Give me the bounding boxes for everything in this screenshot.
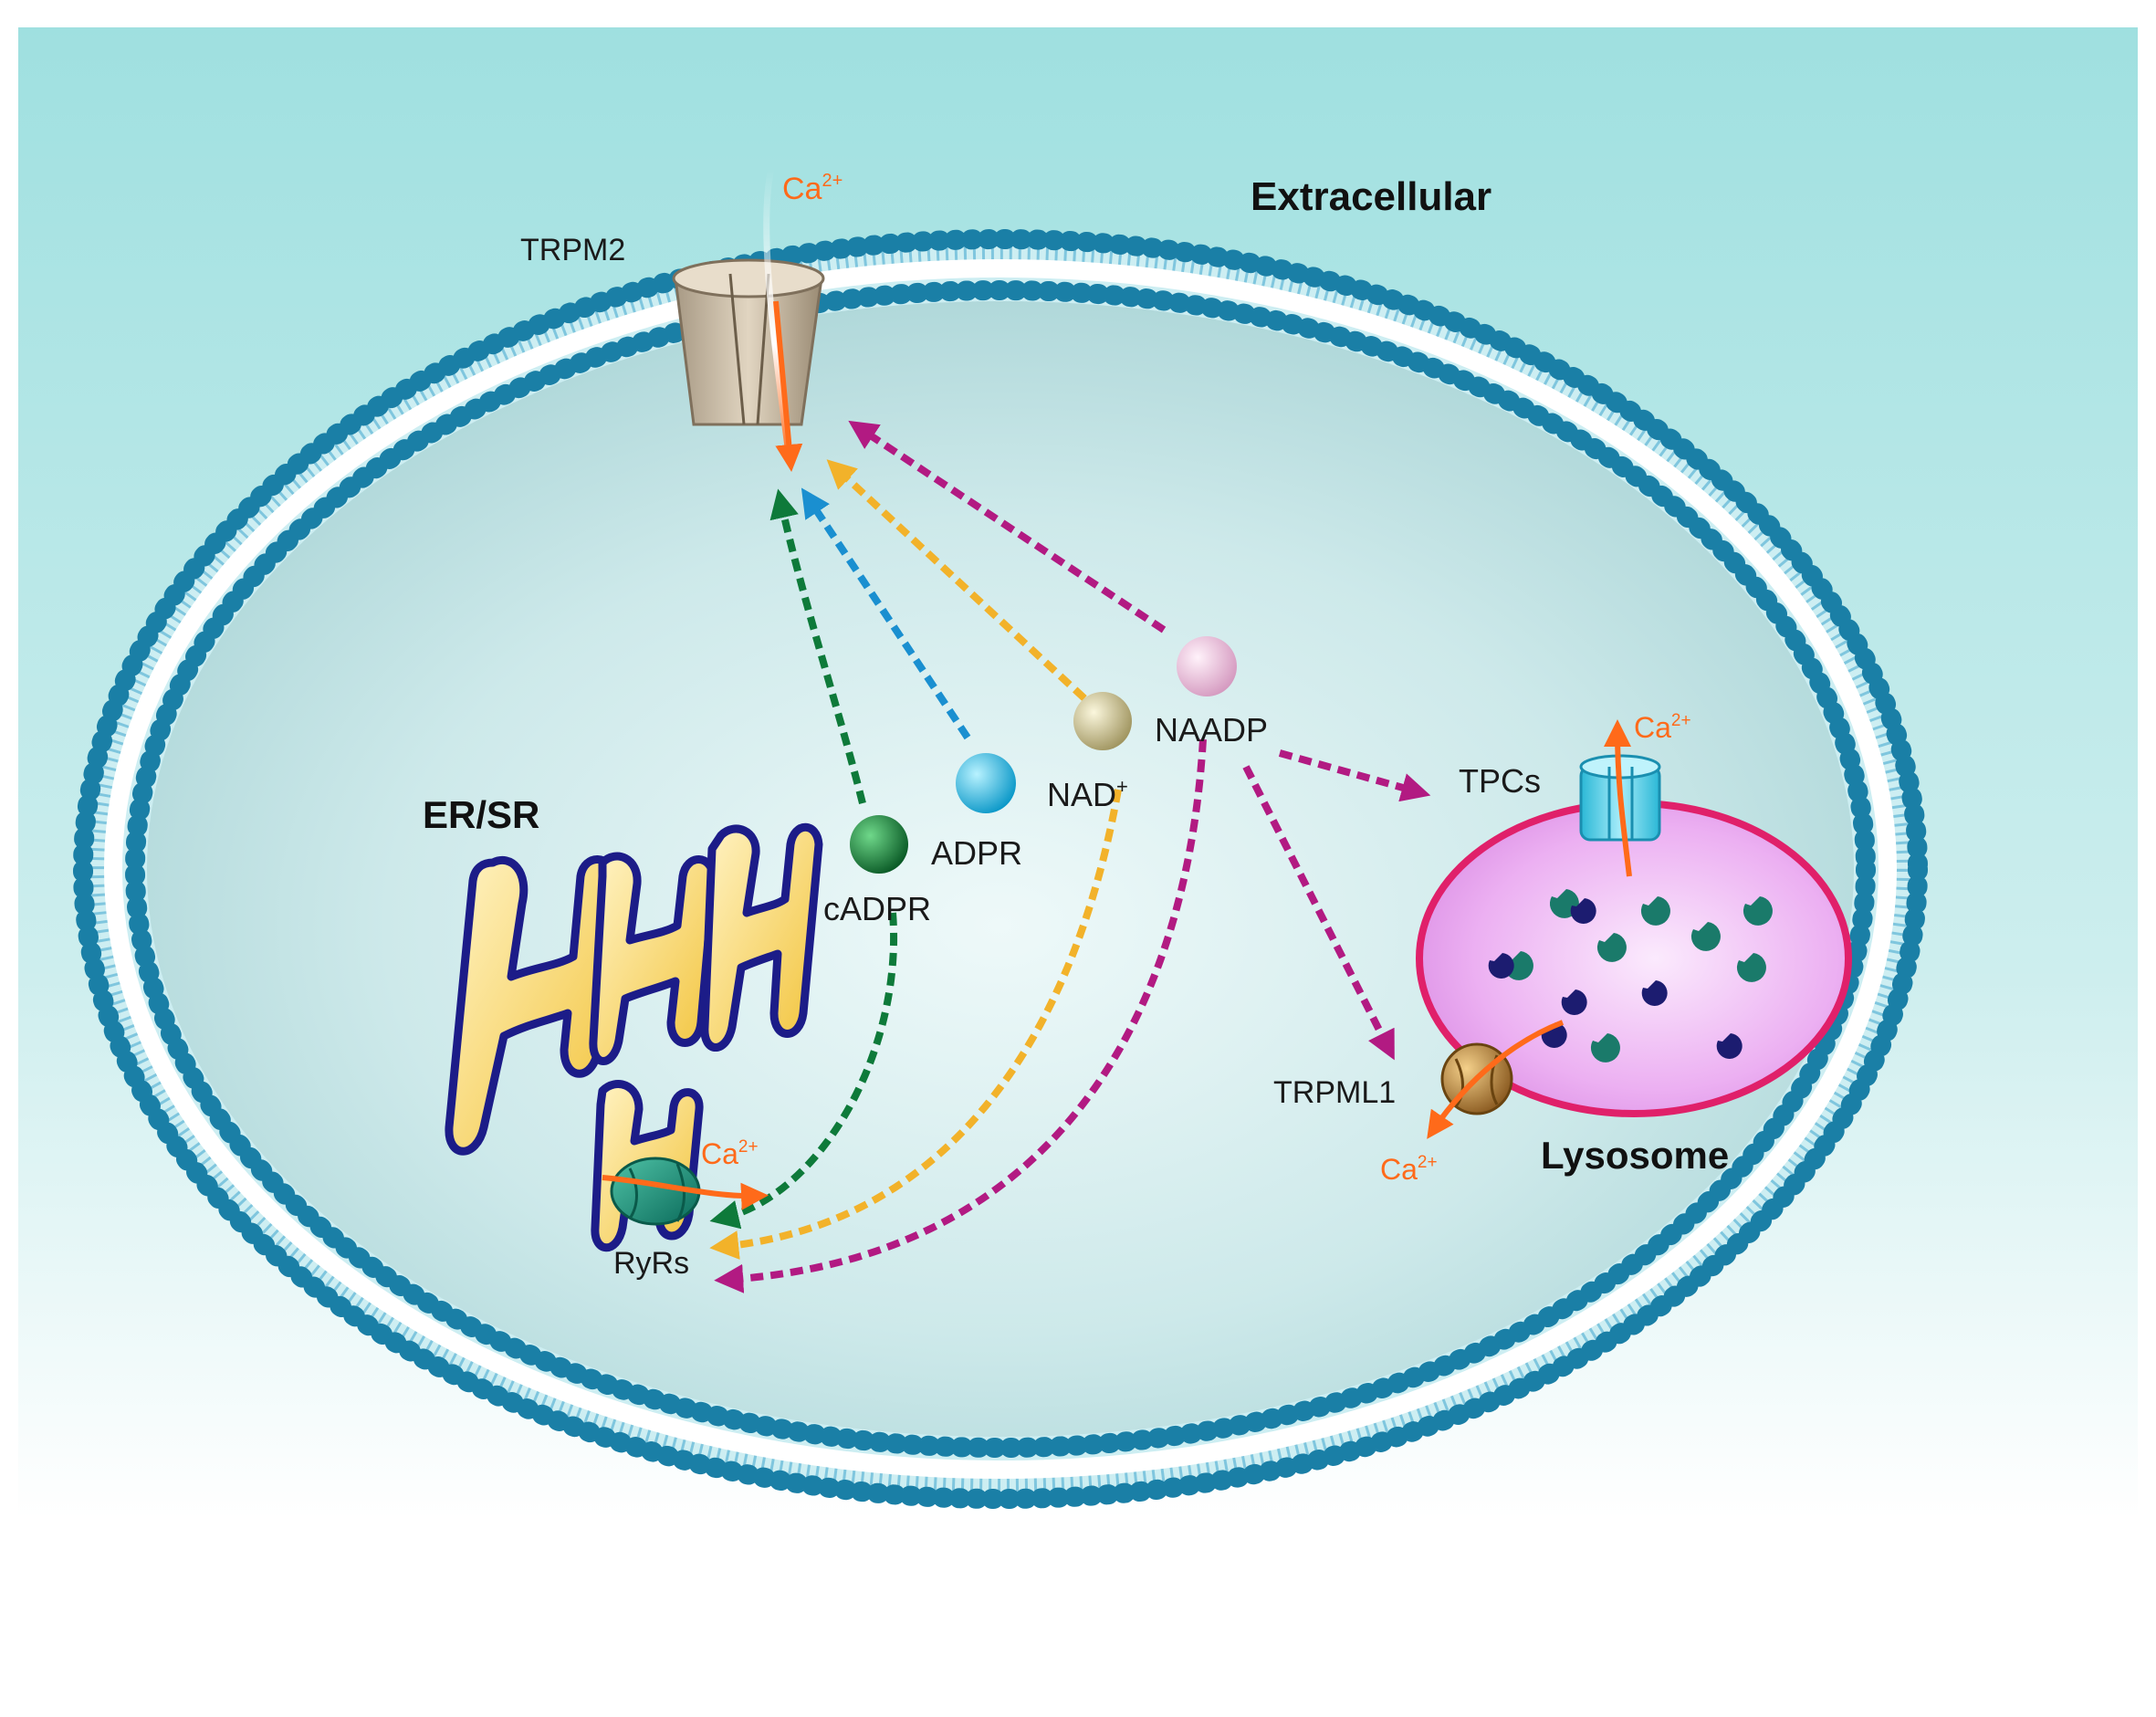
trpm2-ca-label: Ca2+ [782, 171, 843, 206]
lysosome-particle [1570, 898, 1596, 924]
trpm2-channel [672, 258, 825, 426]
tpcs-calcium-arrow [1604, 719, 1632, 877]
lysosome-particle [1590, 1033, 1620, 1063]
trpml1-label: TRPML1 [1273, 1075, 1396, 1110]
lysosome-particle [1640, 896, 1670, 926]
ryrs-label: RyRs [613, 1246, 689, 1281]
cadpr-molecule: cADPR [823, 815, 931, 927]
ryrs-channel [610, 1157, 701, 1226]
lysosome-label: Lysosome [1541, 1134, 1729, 1177]
trpml1-calcium-arrow [1427, 1020, 1565, 1139]
tpcs-ca-label: Ca2+ [1634, 711, 1691, 744]
trpm2-calcium-arrow [773, 300, 803, 472]
lysosome-particle [1596, 933, 1627, 962]
extracellular-label: Extracellular [1251, 174, 1491, 219]
naadp-molecule: NAADP [1155, 636, 1268, 749]
naadp-to-trpm2-arrow [848, 420, 1167, 633]
lysosome-particle [1736, 953, 1766, 982]
cytoplasm [147, 301, 1854, 1437]
naadp-to-ryrs-arrow [714, 738, 1207, 1293]
ryrs-calcium-arrow [602, 1175, 769, 1210]
naadp-to-trpml1-arrow [1242, 765, 1395, 1061]
lysosome-particle [1716, 1033, 1743, 1059]
lysosome-particle [1743, 896, 1773, 926]
nad-molecule: NAD+ [1047, 692, 1132, 813]
nad-label: NAD+ [1047, 775, 1128, 813]
cadpr-to-trpm2-arrow [769, 488, 866, 804]
adpr-molecule: ADPR [931, 753, 1022, 872]
lysosome-particle [1541, 1022, 1567, 1048]
tpcs-label: TPCs [1459, 762, 1541, 800]
er-sr-organelle [445, 822, 823, 1252]
lysosome-particle [1690, 922, 1721, 951]
signaling-arrows [709, 420, 1431, 1293]
lysosome-particle [1561, 989, 1587, 1015]
er-sr-label: ER/SR [423, 793, 539, 836]
trpml1-ca-label: Ca2+ [1380, 1153, 1438, 1186]
ryrs-ca-label: Ca2+ [701, 1137, 759, 1170]
naadp-to-tpcs-arrow [1278, 749, 1431, 802]
lysosome-particle [1641, 980, 1668, 1006]
lysosome-contents [1488, 889, 1773, 1063]
adpr-to-trpm2-arrow [801, 487, 971, 740]
adpr-label: ADPR [931, 834, 1022, 872]
trpm2-label: TRPM2 [520, 233, 625, 267]
cadpr-label: cADPR [823, 890, 931, 927]
nad-to-trpm2-arrow [826, 459, 1087, 701]
naadp-label: NAADP [1155, 711, 1268, 749]
lysosome-particle [1488, 953, 1514, 979]
